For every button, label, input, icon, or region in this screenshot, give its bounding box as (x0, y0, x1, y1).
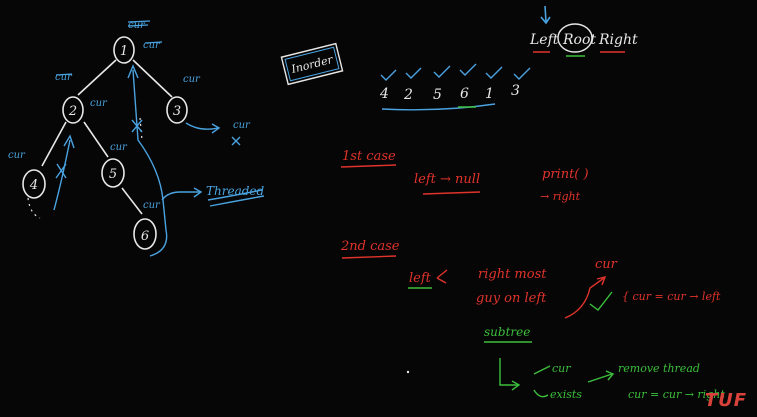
cur-tag-8: cur (143, 200, 161, 211)
header-root: Root (562, 32, 596, 48)
green-branch (484, 341, 615, 398)
case1-title: 1st case (342, 149, 396, 164)
header-right: Right (598, 32, 638, 48)
cur-right: cur = cur → right (628, 388, 725, 401)
check-marks (380, 63, 531, 111)
cur-tag-2: cur (143, 40, 161, 51)
inorder-box: Inorder (280, 42, 344, 86)
seq-0: 4 (379, 86, 389, 102)
tree-node-6 (133, 218, 157, 250)
case2-desc-2: guy on left (476, 291, 547, 306)
remove-thread: remove thread (618, 362, 700, 375)
node-label-4: 4 (29, 178, 38, 193)
dotted-threads (27, 117, 143, 219)
case1-condition: left → null (414, 172, 480, 187)
case2-cur: cur (595, 257, 618, 272)
tree-node-4 (22, 169, 46, 199)
tree-node-2 (62, 96, 84, 124)
root-circle (557, 23, 593, 53)
cur-tag-7: cur (110, 142, 128, 153)
cur-tag-5: cur (183, 74, 201, 85)
seq-5: 3 (511, 83, 520, 99)
node-label-1: 1 (120, 44, 128, 59)
case2-title: 2nd case (340, 239, 400, 254)
case2-assign: { cur = cur → left (622, 290, 721, 303)
case1-action: print( ) (542, 167, 589, 182)
seq-3: 6 (460, 86, 469, 102)
header-left: Left (529, 32, 559, 48)
tree-node-3 (166, 96, 188, 124)
branch-cur: cur (552, 362, 571, 375)
blue-annotations (53, 64, 265, 257)
tree-node-5 (101, 158, 125, 188)
seq-2: 5 (433, 87, 442, 103)
seq-1: 2 (403, 87, 413, 103)
threaded-label: Threaded (206, 184, 265, 198)
case2-desc-3: subtree (484, 325, 530, 339)
node-label-2: 2 (68, 104, 77, 119)
tuf-logo: TUF (704, 390, 747, 411)
node-label-6: 6 (141, 229, 149, 244)
red-strokes (340, 164, 607, 319)
cur-tag-3: cur (55, 72, 73, 83)
tree-edges (41, 59, 173, 215)
node-label-3: 3 (173, 104, 181, 119)
tree-node-1 (113, 36, 135, 64)
case2-left: left (409, 271, 432, 286)
cur-tag-4: cur (90, 98, 108, 109)
cur-tag-9: cur (233, 120, 251, 131)
case1-move: → right (540, 190, 581, 203)
branch-exists: exists (550, 388, 582, 401)
case2-desc-1: right most (478, 267, 547, 282)
node-label-5: 5 (109, 167, 117, 182)
cur-tag-6: cur (8, 150, 26, 161)
seq-4: 1 (485, 86, 494, 102)
